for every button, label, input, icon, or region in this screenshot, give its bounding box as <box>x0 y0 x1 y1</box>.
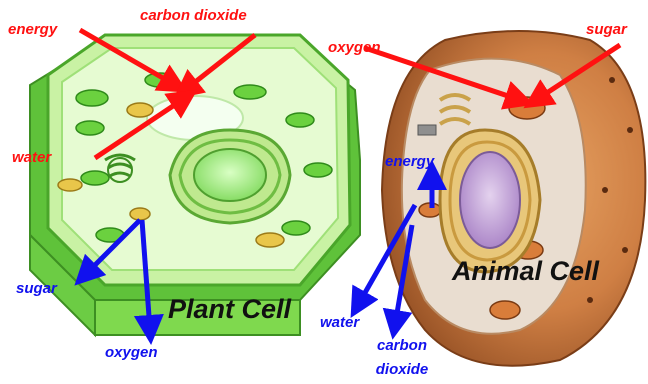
plant-nucleus <box>170 130 290 223</box>
animal-output-carbon-label: carbon <box>366 338 438 353</box>
animal-output-dioxide-label: dioxide <box>366 362 438 377</box>
animal-output-water-label: water <box>320 315 359 330</box>
plant-input-carbon-dioxide-label: carbon dioxide <box>140 8 247 23</box>
animal-input-sugar-label: sugar <box>586 22 627 37</box>
animal-nucleus <box>440 130 540 272</box>
plant-input-water-label: water <box>12 150 51 165</box>
animal-cell-title: Animal Cell <box>452 258 599 285</box>
plant-cell-title: Plant Cell <box>168 296 291 323</box>
plant-output-oxygen-label: oxygen <box>105 345 158 360</box>
animal-output-energy-label: energy <box>385 154 434 169</box>
plant-output-sugar-label: sugar <box>16 281 57 296</box>
plant-input-energy-label: energy <box>8 22 57 37</box>
animal-cell-illustration <box>382 31 645 366</box>
animal-input-oxygen-label: oxygen <box>328 40 381 55</box>
